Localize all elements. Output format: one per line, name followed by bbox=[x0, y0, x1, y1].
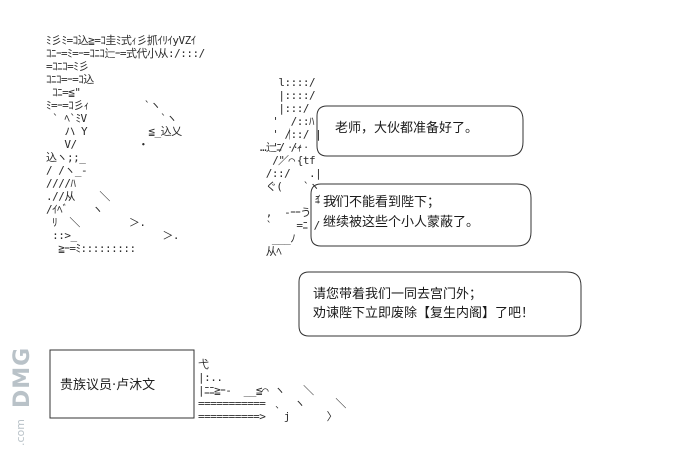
speech-text-line: 继续被这些个小人蒙蔽了。 bbox=[323, 215, 480, 230]
name-caption-box: 贵族议员·卢沐文 bbox=[48, 348, 196, 420]
ascii-art-figure: ﾐ彡ﾐ=ｺ込≧=ｺ圭ﾐ式ｨ彡抓ｲﾘｲyVZｲ ｺﾆｰ=ﾐ=ｰ=ｺﾆｺ辷ｰ=式代小… bbox=[46, 34, 205, 255]
speech-bubble-3: 请您带着我们一同去宫门外； 劝谏陛下立即废除【复生内阁】了吧！ bbox=[295, 268, 585, 340]
speech-bubble-outline bbox=[316, 105, 524, 157]
watermark-logo-text: DMG bbox=[10, 346, 35, 408]
ascii-art-hair: l::::/ |::::/ |:::/ ' /::ﾊ ' /::/ | … '/… bbox=[260, 76, 322, 206]
watermark-domain-text: .com bbox=[14, 419, 27, 446]
speech-bubble-2: 我们不能看到陛下； 继续被这些个小人蒙蔽了。 bbox=[307, 180, 535, 250]
speech-bubble-1: 老师，大伙都准备好了。 bbox=[313, 102, 527, 160]
name-box-outline bbox=[49, 349, 195, 419]
character-name-label: 贵族议员·卢沐文 bbox=[60, 378, 156, 393]
ascii-art-face: ｜ 辷ﾆ ‥‥ ／⌒ /::/ ぐ( ﾆ / , -ｰｰう ` =ﾆ / ___… bbox=[265, 128, 339, 258]
speech-text-line: 老师，大伙都准备好了。 bbox=[335, 121, 479, 136]
speech-bubble-outline bbox=[310, 183, 532, 247]
site-watermark: DMG .com bbox=[8, 346, 36, 448]
speech-text-line: 劝谏陛下立即废除【复生内阁】了吧！ bbox=[313, 306, 535, 321]
speech-text-line: 我们不能看到陛下； bbox=[323, 195, 441, 210]
speech-bubble-outline bbox=[298, 271, 582, 337]
ascii-art-body: 弋 |:.. |ﾆﾆ≧ｰ- __≦⌒ ヽ ＼ =========== ﹑ ヽ ＼… bbox=[198, 358, 346, 423]
speech-text-line: 请您带着我们一同去宫门外； bbox=[313, 287, 483, 302]
